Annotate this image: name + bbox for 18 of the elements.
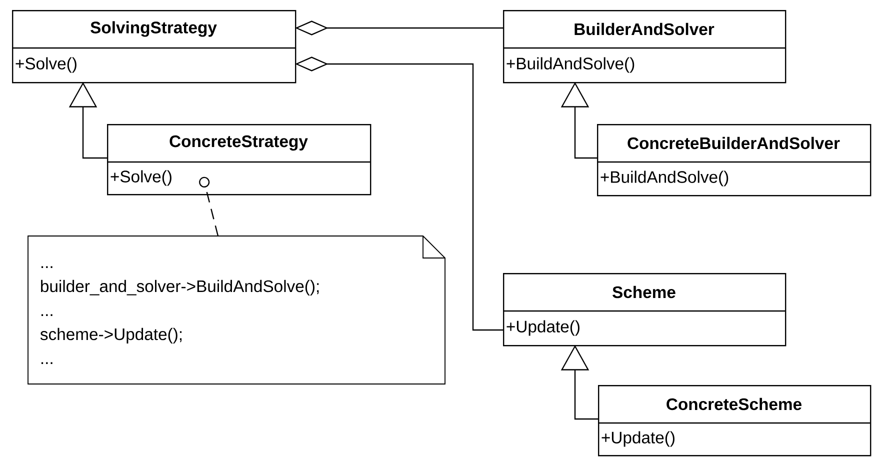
method-text: +BuildAndSolve() xyxy=(600,170,728,186)
class-name: ConcreteBuilderAndSolver xyxy=(628,136,840,150)
method-text: +Update() xyxy=(506,320,580,336)
code-line: builder_and_solver->BuildAndSolve(); xyxy=(41,280,319,296)
note-connector xyxy=(199,176,219,236)
method-text: +Update() xyxy=(602,431,674,447)
method-text: +Solve() xyxy=(110,170,172,186)
code-line: scheme->Update(); xyxy=(40,328,182,344)
class-name: ConcreteStrategy xyxy=(170,135,308,151)
method-text: +Solve() xyxy=(16,57,76,73)
code-line: ... xyxy=(41,314,52,316)
class-name: ConcreteScheme xyxy=(666,398,802,410)
class-name: SolvingStrategy xyxy=(90,21,217,37)
class-name: BuilderAndSolver xyxy=(574,22,714,36)
code-line: ... xyxy=(41,266,52,268)
method-text: +BuildAndSolve() xyxy=(506,57,634,73)
code-line: ... xyxy=(41,362,52,364)
class-name: Scheme xyxy=(612,286,676,298)
